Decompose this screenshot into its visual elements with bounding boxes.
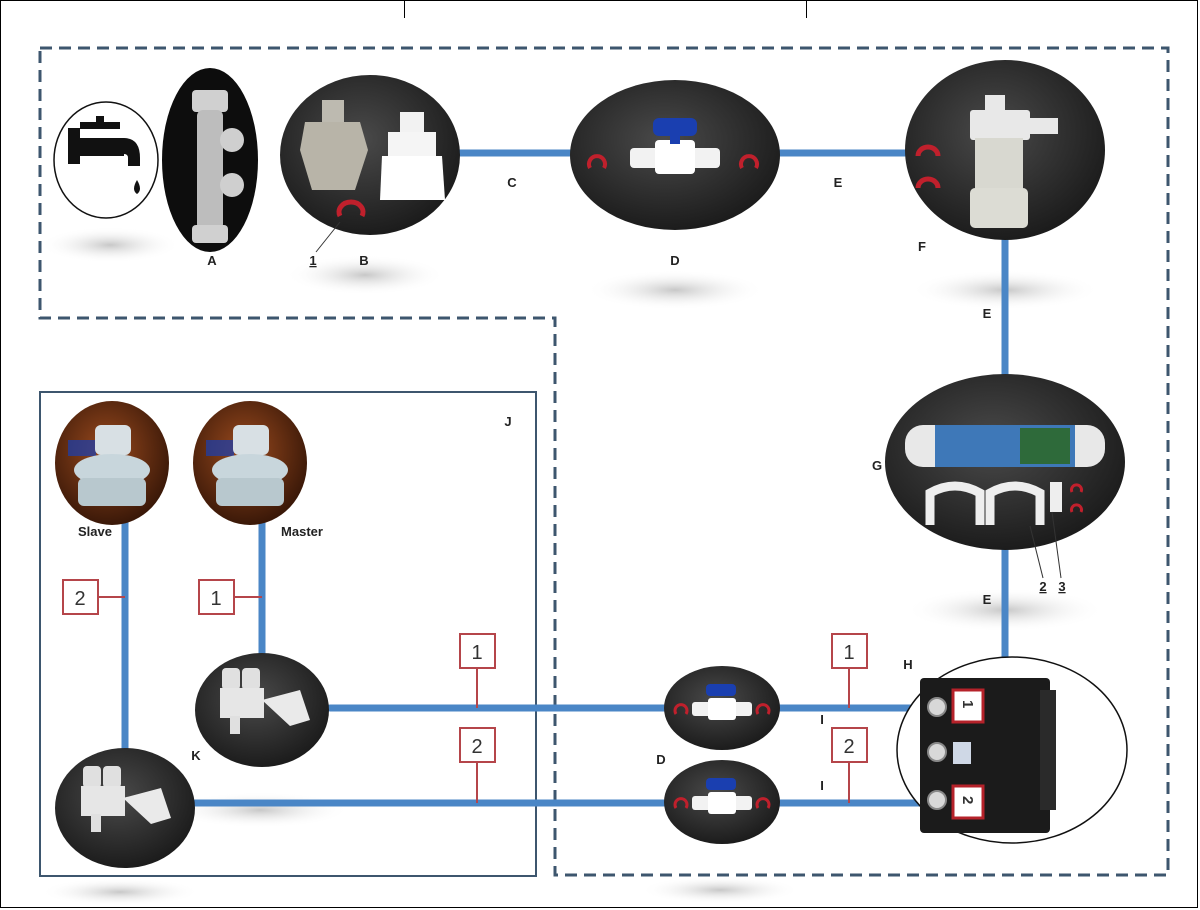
label-E-top: E	[834, 175, 843, 190]
label-H: H	[903, 657, 912, 672]
label-K: K	[191, 748, 201, 763]
label-I-bottom: I	[820, 778, 824, 793]
callout-master-line: 1	[210, 588, 221, 610]
callout-pipe2-left: 2	[471, 736, 482, 758]
label-A: A	[207, 253, 217, 268]
inline-filter-G	[885, 374, 1125, 550]
label-sub-3: 3	[1058, 579, 1065, 594]
fittings-B	[280, 75, 460, 235]
faucet-icon	[53, 101, 159, 219]
label-F: F	[918, 239, 926, 254]
manifold-port-1: 1	[959, 700, 976, 708]
ball-valve-D-upper	[664, 666, 780, 750]
filter-F	[905, 60, 1105, 240]
label-D-top: D	[670, 253, 679, 268]
ball-valve-D-lower	[664, 760, 780, 844]
table-divider	[404, 0, 405, 18]
tank-master	[193, 401, 307, 525]
callout-pipe1-right: 1	[843, 642, 854, 664]
float-valve-master	[195, 653, 329, 767]
table-divider	[806, 0, 807, 18]
label-C: C	[507, 175, 517, 190]
label-D-bottom: D	[656, 752, 665, 767]
tank-slave	[55, 401, 169, 525]
ball-valve-D-top	[570, 80, 780, 230]
label-I-top: I	[820, 712, 824, 727]
box-J	[39, 391, 537, 877]
label-sub-1: 1	[309, 253, 316, 268]
manifold-H	[896, 656, 1128, 844]
label-J: J	[504, 414, 511, 429]
callout-slave-line: 2	[74, 588, 85, 610]
callout-leaders	[98, 596, 850, 803]
callout-pipe1-left: 1	[471, 642, 482, 664]
manifold-port-2: 2	[959, 796, 976, 804]
float-valve-slave	[55, 748, 195, 868]
label-G: G	[872, 458, 882, 473]
sub-leaders	[315, 221, 1062, 579]
callout-pipe2-right: 2	[843, 736, 854, 758]
caption-master: Master	[281, 524, 323, 539]
label-E-right2: E	[983, 592, 992, 607]
angle-valve-A	[162, 68, 258, 252]
dashed-boundary-top	[38, 46, 1170, 877]
callout-boxes	[62, 579, 868, 763]
caption-slave: Slave	[78, 524, 112, 539]
label-B: B	[359, 253, 368, 268]
label-sub-2: 2	[1039, 579, 1046, 594]
label-E-right1: E	[983, 306, 992, 321]
